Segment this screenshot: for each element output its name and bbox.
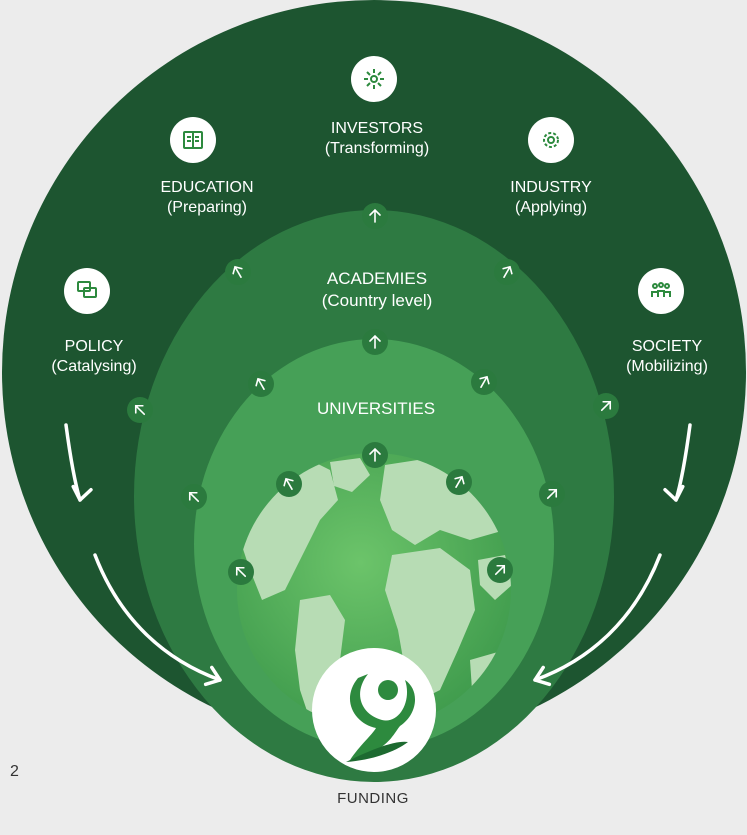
up-arrow-icon: [487, 557, 513, 583]
stakeholder-name: POLICY: [64, 338, 124, 355]
left-top-flow-arrow: [64, 423, 93, 502]
right-top-flow-arrow: [663, 423, 692, 502]
stakeholder-name: INDUSTRY: [510, 179, 592, 196]
academies-subtitle: (Country level): [321, 291, 433, 310]
up-arrow-icon: [362, 329, 388, 355]
stakeholder-label-industry: INDUSTRY (Applying): [510, 178, 592, 218]
gear-icon: [543, 132, 559, 148]
land-south-america: [295, 595, 345, 720]
stakeholder-label-policy: POLICY (Catalysing): [51, 337, 136, 377]
academies-title: ACADEMIES: [326, 269, 428, 288]
people-group-icon-badge: [638, 268, 684, 314]
open-book-icon: [183, 131, 203, 149]
gear-icon-badge: [528, 117, 574, 163]
center-logo-badge: [312, 648, 436, 772]
stakeholder-role: (Transforming): [324, 140, 430, 157]
up-arrow-icon: [228, 559, 254, 585]
right-bottom-flow-arrow: [533, 553, 662, 687]
up-arrow-icon: [471, 369, 497, 395]
left-bottom-flow-arrow: [93, 553, 222, 687]
speech-bubbles-icon: [77, 281, 97, 298]
up-arrow-icon: [362, 203, 388, 229]
open-book-icon-badge: [170, 117, 216, 163]
stakeholder-name: INVESTORS: [330, 120, 424, 137]
growth-arrows: [127, 203, 619, 585]
funding-label: FUNDING: [337, 790, 409, 807]
stakeholder-label-society: SOCIETY (Mobilizing): [626, 337, 708, 377]
stakeholder-name: SOCIETY: [631, 338, 703, 355]
sun-burst-icon: [364, 69, 384, 89]
stakeholder-label-investors: INVESTORS (Transforming): [325, 119, 429, 159]
speech-bubbles-icon-badge: [64, 268, 110, 314]
stakeholder-role: (Applying): [514, 199, 588, 216]
up-arrow-icon: [181, 484, 207, 510]
up-arrow-icon: [248, 371, 274, 397]
page-number: 2: [10, 763, 19, 780]
up-arrow-icon: [225, 259, 251, 285]
stakeholder-role: (Preparing): [166, 199, 248, 216]
stakeholder-name: EDUCATION: [160, 179, 254, 196]
flow-arrows: [64, 423, 692, 687]
up-arrow-icon: [276, 471, 302, 497]
stakeholder-role: (Catalysing): [51, 358, 137, 375]
up-arrow-icon: [446, 469, 472, 495]
up-arrow-icon: [127, 397, 153, 423]
universities-label: UNIVERSITIES: [317, 398, 435, 420]
universities-title: UNIVERSITIES: [316, 399, 436, 418]
land-greenland: [330, 458, 370, 492]
up-arrow-icon: [494, 259, 520, 285]
tree-figure-logo: [346, 674, 416, 762]
stakeholder-label-education: EDUCATION (Preparing): [160, 178, 253, 218]
up-arrow-icon: [539, 481, 565, 507]
up-arrow-icon: [362, 442, 388, 468]
sun-burst-icon-badge: [351, 56, 397, 102]
people-group-icon: [651, 282, 671, 297]
stakeholder-role: (Mobilizing): [626, 358, 708, 375]
up-arrow-icon: [593, 393, 619, 419]
academies-label: ACADEMIES (Country level): [322, 268, 433, 312]
